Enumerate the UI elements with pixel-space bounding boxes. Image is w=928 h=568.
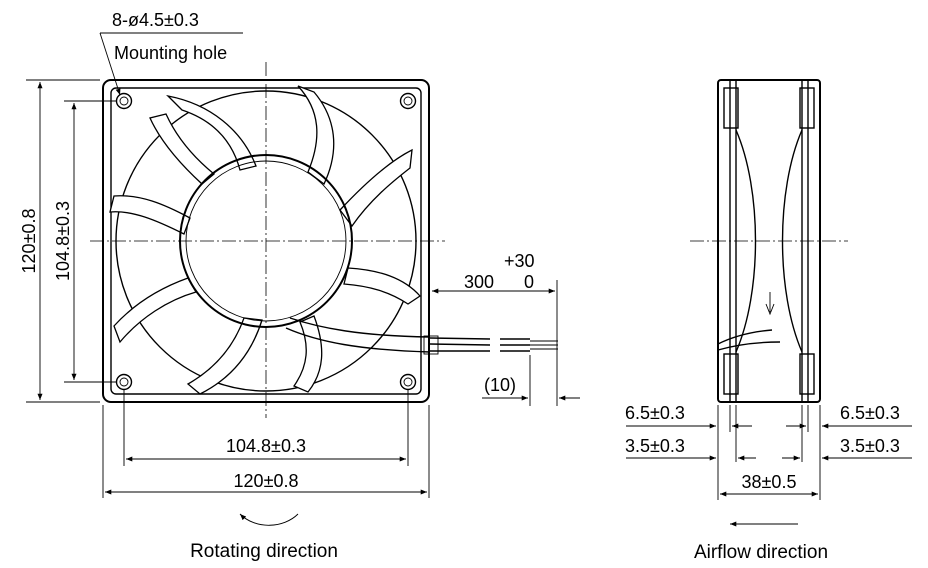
outer-height-label: 120±0.8 <box>19 209 39 274</box>
fan-blades <box>109 85 421 395</box>
rotating-direction-caption: Rotating direction <box>190 541 338 562</box>
fan-blade <box>186 317 263 395</box>
wire-strut <box>285 327 431 353</box>
mounting-hole-top-left <box>115 92 133 110</box>
step-right-label: 3.5±0.3 <box>840 436 900 456</box>
mounting-hole-bottom-right <box>399 373 417 391</box>
mounting-hole-bottom-left-inner <box>119 377 129 387</box>
wire <box>429 337 491 340</box>
lead-wire <box>285 317 558 355</box>
dimension-lead-length: 300 +30 0 (10) <box>432 251 580 406</box>
flange-right-label: 6.5±0.3 <box>840 403 900 423</box>
lead-tol-plus: +30 <box>504 251 535 271</box>
mounting-hole-bottom-left <box>115 373 133 391</box>
mounting-hole-label: Mounting hole <box>114 43 227 63</box>
venturi-curve <box>735 129 757 353</box>
lead-tol-minus: 0 <box>524 272 534 292</box>
side-wire-exit <box>717 329 773 345</box>
lead-length-label: 300 <box>464 272 494 292</box>
mounting-boss <box>799 87 815 129</box>
depth-label: 38±0.5 <box>742 472 797 492</box>
fan-blade <box>343 267 421 305</box>
mounting-hole-spec: 8-ø4.5±0.3 <box>112 10 199 30</box>
fan-blade <box>297 85 335 185</box>
hole-pitch-horizontal-label: 104.8±0.3 <box>226 436 306 456</box>
fan-blade <box>149 113 216 185</box>
mounting-boss <box>723 87 739 129</box>
fan-blade <box>293 315 323 393</box>
dimension-hole-pitch-vertical: 104.8±0.3 <box>53 100 116 383</box>
wire <box>429 343 491 346</box>
rotation-arrow <box>239 513 299 526</box>
mounting-boss <box>723 353 739 395</box>
dimension-hole-pitch-horizontal: 104.8±0.3 <box>123 390 409 466</box>
wire-strut <box>289 317 431 338</box>
strip-length-label: (10) <box>484 375 516 395</box>
airflow-mark-arrow <box>765 292 775 316</box>
side-view: 6.5±0.3 6.5±0.3 3.5±0.3 3.5±0.3 38±0.5 A… <box>625 79 912 563</box>
airflow-direction-caption: Airflow direction <box>694 542 828 563</box>
mounting-hole-top-right-inner <box>403 96 413 106</box>
flange-left-label: 6.5±0.3 <box>625 403 685 423</box>
front-view: 8-ø4.5±0.3 Mounting hole 120±0.8 104.8±0… <box>19 10 580 562</box>
hole-pitch-vertical-label: 104.8±0.3 <box>53 201 73 281</box>
mounting-hole-callout: 8-ø4.5±0.3 Mounting hole <box>99 10 243 96</box>
wire-sleeve <box>423 335 439 355</box>
dimension-outer-width: 120±0.8 <box>102 405 430 498</box>
fan-blade <box>113 277 197 344</box>
fan-blade <box>166 94 257 171</box>
step-left-label: 3.5±0.3 <box>625 436 685 456</box>
side-wire-exit <box>717 341 781 351</box>
fan-blade <box>109 195 191 235</box>
fan-blade <box>339 148 413 228</box>
outer-width-label: 120±0.8 <box>234 471 299 491</box>
leader-line <box>99 32 121 96</box>
mounting-boss <box>799 353 815 395</box>
mounting-holes <box>115 92 417 391</box>
mounting-hole-top-left-inner <box>119 96 129 106</box>
mounting-hole-bottom-right-inner <box>403 377 413 387</box>
dimension-outer-height: 120±0.8 <box>19 79 100 403</box>
mounting-hole-top-right <box>399 92 417 110</box>
